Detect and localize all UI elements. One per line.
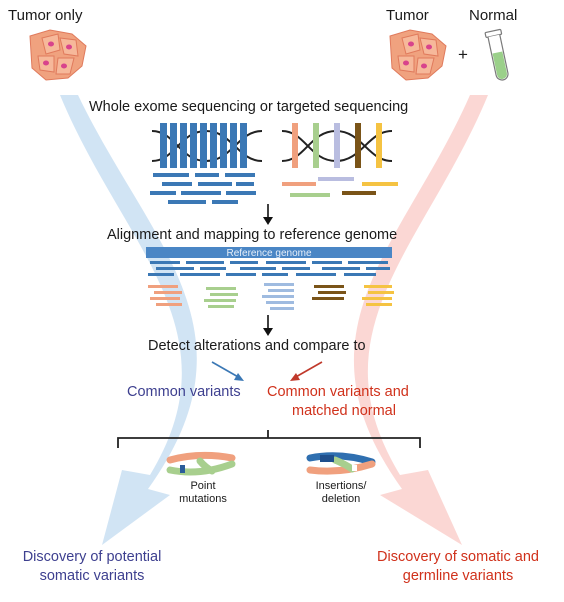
discovery-left-line2: somatic variants bbox=[39, 568, 145, 584]
sequencing-step-label: Whole exome sequencing or targeted seque… bbox=[89, 99, 409, 115]
right-pathway-arrow bbox=[353, 95, 488, 545]
chromosome-icon bbox=[166, 451, 236, 476]
red-arrow bbox=[290, 361, 323, 381]
blue-arrow bbox=[211, 361, 244, 381]
insertions-deletion-label: Insertions/ deletion bbox=[304, 480, 378, 506]
insertions-line2: deletion bbox=[321, 493, 361, 505]
discovery-left-line1: Discovery of potential bbox=[22, 549, 162, 565]
alignment-step-label: Alignment and mapping to reference genom… bbox=[107, 227, 398, 243]
point-mutations-label: Point mutations bbox=[173, 480, 233, 506]
tumor-only-label: Tumor only bbox=[8, 7, 83, 24]
detect-step-label: Detect alterations and compare to bbox=[148, 338, 366, 354]
reference-genome-bar bbox=[146, 247, 392, 258]
tumor-cells-icon bbox=[389, 29, 447, 81]
right-sequencing-reads bbox=[282, 177, 398, 197]
discovery-right-label: Discovery of somatic and germline varian… bbox=[358, 548, 558, 586]
plus-sign: + bbox=[458, 45, 468, 64]
aligned-read-stack-blue bbox=[262, 283, 294, 310]
aligned-read-stack-gold bbox=[362, 285, 394, 306]
common-variants-matched-label-line2: matched normal bbox=[292, 403, 396, 419]
dna-double-helix-icon bbox=[281, 123, 393, 168]
aligned-read-stack-salmon bbox=[148, 285, 182, 306]
point-mutations-line2: mutations bbox=[179, 493, 227, 505]
aligned-read-stack-brown bbox=[312, 285, 346, 300]
tumor-cells-icon bbox=[29, 29, 87, 81]
tumor-label: Tumor bbox=[386, 7, 429, 24]
dna-double-helix-icon bbox=[151, 123, 263, 168]
discovery-left-label: Discovery of potential somatic variants bbox=[6, 548, 178, 586]
down-arrow bbox=[263, 315, 273, 336]
insertions-line1: Insertions/ bbox=[315, 480, 367, 492]
common-variants-matched-label-line1: Common variants and bbox=[267, 384, 409, 400]
point-mutations-line1: Point bbox=[190, 480, 216, 492]
aligned-read-stack-green bbox=[204, 287, 238, 308]
reference-genome-label: Reference genome bbox=[226, 248, 311, 259]
normal-label: Normal bbox=[469, 7, 518, 24]
left-sequencing-reads bbox=[150, 173, 256, 204]
down-arrow bbox=[263, 204, 273, 225]
discovery-right-line1: Discovery of somatic and bbox=[377, 549, 539, 565]
test-tube-icon bbox=[484, 28, 509, 81]
common-variants-label: Common variants bbox=[127, 384, 241, 400]
chromosome-icon bbox=[306, 452, 376, 475]
bracket bbox=[117, 430, 421, 448]
discovery-right-line2: germline variants bbox=[402, 568, 514, 584]
aligned-reads bbox=[148, 261, 390, 276]
